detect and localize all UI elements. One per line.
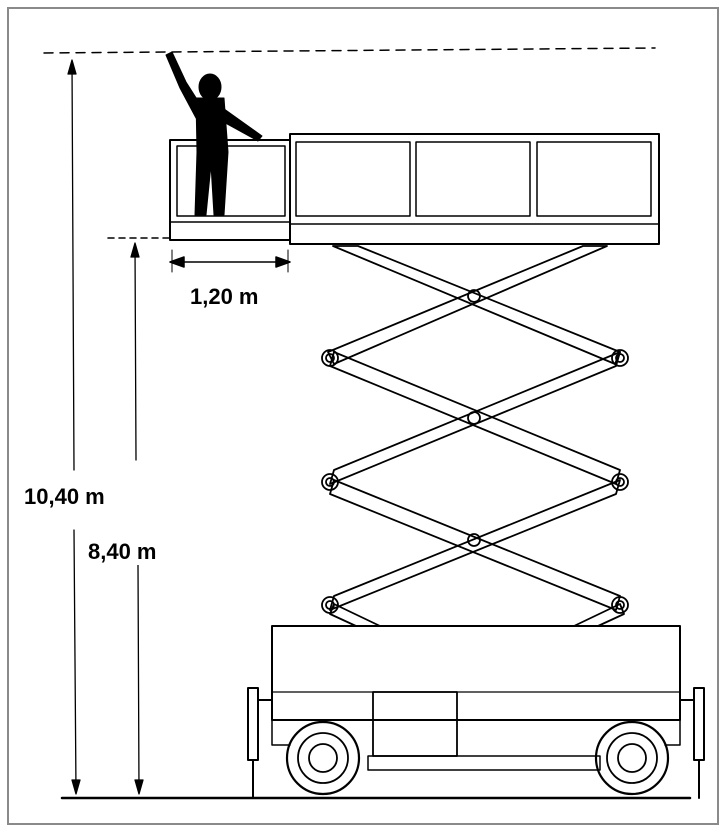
extension-width-label: 1,20 m: [186, 284, 263, 310]
front-wheel: [285, 720, 361, 796]
outriggers: [247, 687, 705, 799]
scissor-pivots: [321, 289, 629, 614]
main-platform: [289, 133, 660, 245]
platform-height-label: 8,40 m: [84, 539, 161, 565]
scissor-arms: [327, 245, 625, 627]
extension-width-dimension: [169, 249, 291, 273]
total-height-dimension: [67, 59, 81, 795]
extension-deck: [169, 139, 291, 241]
rear-wheel: [594, 720, 670, 796]
worker-figure: [165, 51, 263, 216]
platform-height-dimension: [130, 242, 144, 795]
max-reach-dashed-line: [43, 47, 656, 54]
chassis: [271, 625, 681, 771]
total-height-label: 10,40 m: [20, 484, 109, 510]
wheels: [285, 720, 670, 796]
diagram-frame: [7, 7, 719, 825]
